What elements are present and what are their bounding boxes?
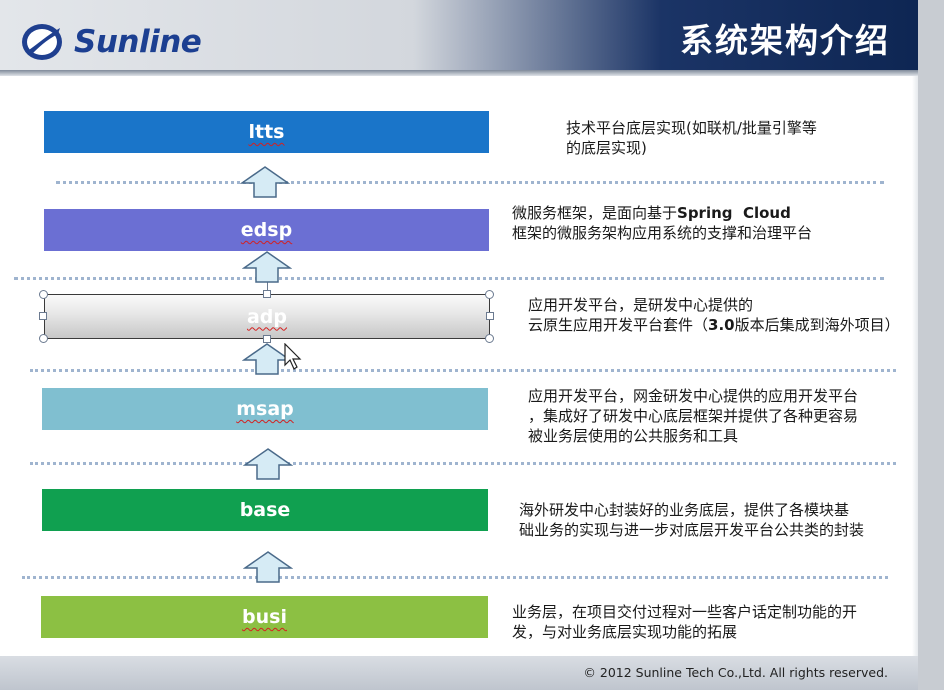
up-arrow-icon xyxy=(243,448,293,480)
resize-handle-bottom[interactable] xyxy=(263,335,271,343)
layer-label-adp: adp xyxy=(246,305,288,328)
layer-box-ltts[interactable]: ltts xyxy=(44,111,489,153)
slide-title: 系统架构介绍 xyxy=(680,21,890,60)
separator-line xyxy=(30,369,896,372)
content-shade xyxy=(912,76,918,656)
resize-handle-right[interactable] xyxy=(486,312,494,320)
desc-line: 础业务的实现与进一步对底层开发平台公共类的封装 xyxy=(519,521,865,539)
separator-line xyxy=(22,576,888,579)
layer-label-edsp: edsp xyxy=(240,219,293,241)
desc-line: ，集成好了研发中心底层框架并提供了各种更容易 xyxy=(528,407,859,425)
copyright-text: © 2012 Sunline Tech Co.,Ltd. All rights … xyxy=(583,665,888,680)
layer-box-adp[interactable]: adp xyxy=(44,294,490,339)
resize-handle-top-right[interactable] xyxy=(485,290,494,299)
layer-desc-busi: 业务层，在项目交付过程对一些客户话定制功能的开 发，与对业务底层实现功能的拓展 xyxy=(512,602,857,642)
desc-line: 的底层实现) xyxy=(566,139,647,157)
desc-line: 海外研发中心封装好的业务底层，提供了各模块基 xyxy=(519,501,850,519)
desc-line: 应用开发平台，是研发中心提供的 xyxy=(528,296,754,314)
desc-line: 技术平台底层实现(如联机/批量引擎等 xyxy=(566,119,817,137)
desc-line: 发，与对业务底层实现功能的拓展 xyxy=(512,623,738,641)
resize-handle-left[interactable] xyxy=(39,312,47,320)
logo-text: Sunline xyxy=(74,24,202,60)
layer-desc-adp: 应用开发平台，是研发中心提供的 云原生应用开发平台套件（3.0版本后集成到海外项… xyxy=(528,295,900,335)
layer-desc-edsp: 微服务框架，是面向基于Spring Cloud 框架的微服务架构应用系统的支撑和… xyxy=(512,203,812,243)
layer-label-busi: busi xyxy=(242,606,287,628)
desc-line: 业务层，在项目交付过程对一些客户话定制功能的开 xyxy=(512,603,858,621)
resize-handle-bottom-right[interactable] xyxy=(485,334,494,343)
layer-label-msap: msap xyxy=(236,398,294,420)
layer-label-base: base xyxy=(239,499,291,521)
layer-box-msap[interactable]: msap xyxy=(42,388,488,430)
up-arrow-icon xyxy=(242,251,292,283)
sunline-logo-icon xyxy=(22,24,62,60)
layer-label-ltts: ltts xyxy=(248,121,285,143)
desc-line: 框架的微服务架构应用系统的支撑和治理平台 xyxy=(512,224,813,242)
resize-handle-top-left[interactable] xyxy=(39,290,48,299)
separator-line xyxy=(30,462,896,465)
layer-desc-ltts: 技术平台底层实现(如联机/批量引擎等 的底层实现) xyxy=(566,118,817,158)
slide-header: Sunline 系统架构介绍 xyxy=(0,0,918,74)
layer-box-edsp[interactable]: edsp xyxy=(44,209,489,251)
header-divider xyxy=(0,70,918,76)
slide-footer: © 2012 Sunline Tech Co.,Ltd. All rights … xyxy=(0,656,918,690)
up-arrow-icon xyxy=(243,551,293,583)
desc-line: 云原生应用开发平台套件（3.0版本后集成到海外项目） xyxy=(528,316,900,334)
layer-box-base[interactable]: base xyxy=(42,489,488,531)
desc-line: 被业务层使用的公共服务和工具 xyxy=(528,427,739,445)
slide: Sunline 系统架构介绍 ltts edsp adp msap base b… xyxy=(0,0,918,690)
resize-handle-bottom-left[interactable] xyxy=(39,334,48,343)
separator-line xyxy=(14,277,884,280)
layer-desc-msap: 应用开发平台，网金研发中心提供的应用开发平台 ，集成好了研发中心底层框架并提供了… xyxy=(528,386,858,446)
mouse-cursor-icon xyxy=(284,343,302,370)
layer-desc-base: 海外研发中心封装好的业务底层，提供了各模块基 础业务的实现与进一步对底层开发平台… xyxy=(519,500,864,540)
desc-line: 微服务框架，是面向基于Spring Cloud xyxy=(512,204,791,222)
layer-box-busi[interactable]: busi xyxy=(41,596,488,638)
up-arrow-icon xyxy=(240,166,290,198)
resize-handle-top[interactable] xyxy=(263,290,271,298)
separator-line xyxy=(56,181,884,184)
desc-line: 应用开发平台，网金研发中心提供的应用开发平台 xyxy=(528,387,859,405)
